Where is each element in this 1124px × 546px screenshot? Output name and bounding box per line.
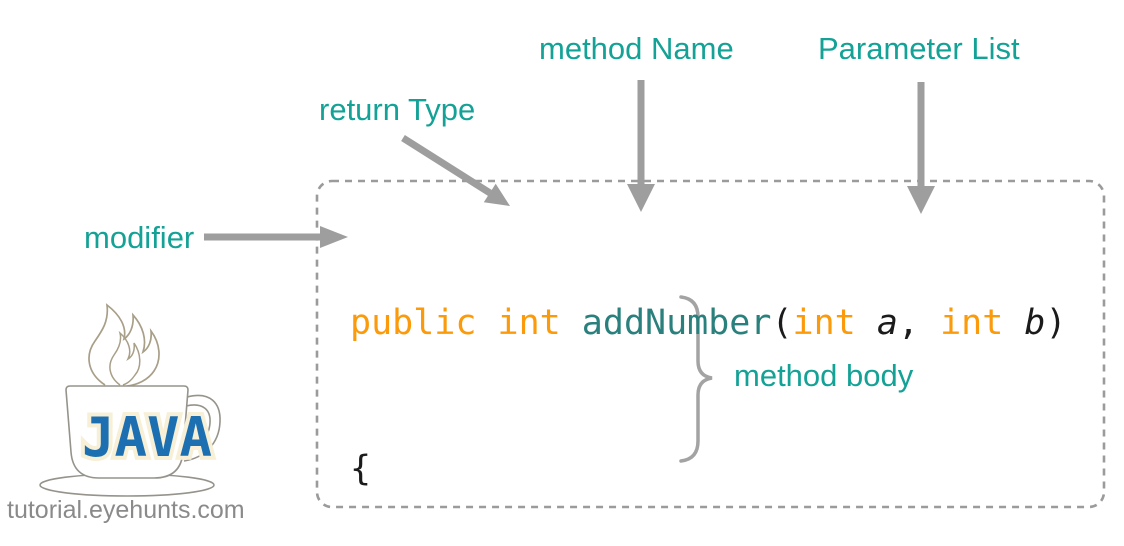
handle-icon bbox=[183, 394, 221, 462]
flame-icon bbox=[88, 303, 160, 387]
return-type-label: return Type bbox=[319, 92, 476, 127]
code-line-open-brace: { bbox=[350, 448, 372, 489]
code-line-signature: public int addNumber(int a, int b) bbox=[350, 299, 1067, 348]
method-body-label: method body bbox=[734, 358, 914, 393]
code-box-border bbox=[315, 179, 1106, 509]
return-type-arrow bbox=[401, 135, 510, 206]
open-paren-token: ( bbox=[771, 303, 793, 343]
handle-inner-icon bbox=[183, 404, 211, 452]
modifier-label: modifier bbox=[84, 220, 195, 255]
method-name-arrow bbox=[627, 80, 655, 212]
method-name-token: addNumber bbox=[581, 303, 772, 343]
param-type-2-token: int bbox=[940, 303, 1004, 343]
parameter-list-arrow bbox=[907, 82, 935, 214]
parameter-list-label: Parameter List bbox=[818, 31, 1020, 66]
inner-flame-icon bbox=[109, 330, 141, 386]
watermark-text: tutorial.eyehunts.com bbox=[7, 496, 245, 524]
param-type-1-token: int bbox=[792, 303, 856, 343]
code-block: public int addNumber(int a, int b) { int… bbox=[350, 202, 1067, 546]
java-logo: JAVA JAVA bbox=[39, 303, 221, 497]
method-name-label: method Name bbox=[539, 31, 734, 66]
java-logo-text: JAVA bbox=[82, 406, 212, 469]
param-b-token: b bbox=[1024, 303, 1046, 343]
modifier-return-type-token: public int bbox=[350, 303, 582, 343]
method-body-brace-icon bbox=[679, 295, 713, 463]
cup-icon bbox=[65, 385, 189, 479]
comma-token: , bbox=[897, 303, 941, 343]
modifier-arrow bbox=[204, 226, 348, 248]
close-paren-token: ) bbox=[1045, 303, 1067, 343]
param-a-token: a bbox=[876, 303, 898, 343]
java-logo-text-glow: JAVA bbox=[82, 406, 212, 469]
